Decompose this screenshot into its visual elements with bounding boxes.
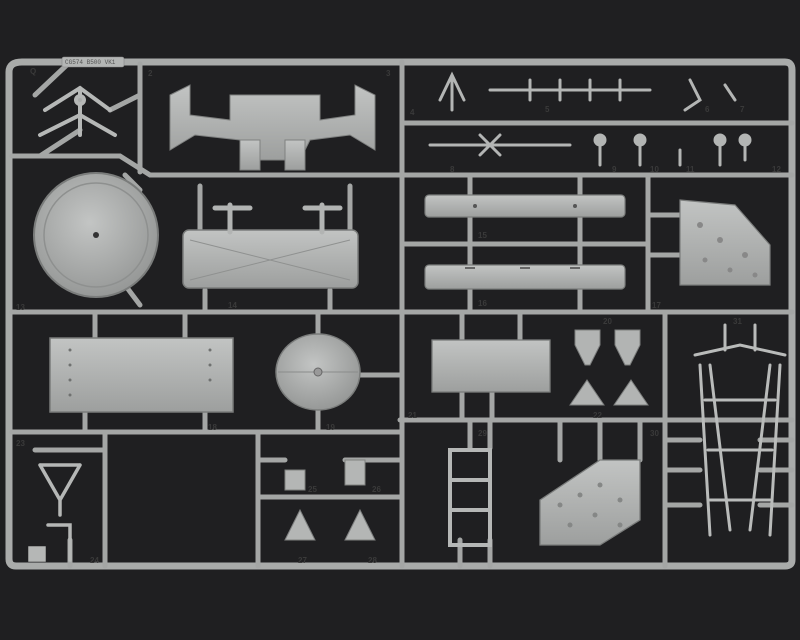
part-label-25: 25 — [308, 485, 317, 494]
part-label-19: 19 — [326, 423, 335, 432]
sprue-stamp: CG574 B500 VK1 — [61, 56, 125, 68]
part-label-10: 10 — [650, 165, 659, 174]
part-30-detail-plate — [539, 459, 641, 546]
part-label-2: 2 — [148, 69, 153, 78]
part-14-panel — [182, 202, 359, 289]
part-label-22: 22 — [593, 411, 602, 420]
part-label-5: 5 — [545, 105, 550, 114]
part-label-28: 28 — [368, 556, 377, 565]
part-19-drum — [275, 333, 361, 411]
part-label-21: 21 — [408, 411, 417, 420]
part-number-labels: 2 3 4 5 6 7 8 9 10 11 12 13 14 15 16 17 … — [16, 69, 781, 565]
part-29-frame — [448, 448, 492, 547]
part-bracket-a — [38, 85, 117, 137]
part-label-23: 23 — [16, 439, 25, 448]
part-label-29: 29 — [478, 429, 487, 438]
part-label-26: 26 — [372, 485, 381, 494]
part-2-bulkhead — [169, 84, 376, 171]
part-label-7: 7 — [740, 105, 745, 114]
part-label-24: 24 — [90, 556, 99, 565]
sprue-letter: Q — [30, 67, 36, 76]
part-label-14: 14 — [228, 301, 237, 310]
sprue-frame — [5, 58, 796, 570]
part-label-6: 6 — [705, 105, 710, 114]
part-label-3: 3 — [386, 69, 391, 78]
part-label-15: 15 — [478, 231, 487, 240]
part-label-20: 20 — [603, 317, 612, 326]
part-17-detail-plate — [679, 199, 771, 286]
part-label-13: 13 — [16, 303, 25, 312]
part-18-panel — [49, 337, 234, 413]
part-label-8: 8 — [450, 165, 455, 174]
part-16-beam — [424, 264, 626, 290]
part-label-18: 18 — [208, 423, 217, 432]
part-label-9: 9 — [612, 165, 617, 174]
part-31-truss — [693, 323, 787, 537]
part-13-round-plate — [33, 172, 159, 298]
svg-text:CG574 B500 VK1: CG574 B500 VK1 — [65, 59, 116, 66]
part-21-panel — [431, 339, 551, 393]
part-label-12: 12 — [772, 165, 781, 174]
part-label-17: 17 — [652, 301, 661, 310]
part-label-30: 30 — [650, 429, 659, 438]
parts-20-22-brackets — [569, 329, 649, 406]
part-label-31: 31 — [733, 317, 742, 326]
part-label-4: 4 — [410, 108, 415, 117]
part-label-11: 11 — [686, 165, 695, 174]
part-label-27: 27 — [298, 556, 307, 565]
part-15-beam — [424, 194, 626, 218]
parts-23-24 — [28, 463, 82, 562]
small-parts-top-right — [428, 71, 752, 167]
part-label-16: 16 — [478, 299, 487, 308]
parts-25-28 — [284, 459, 376, 541]
